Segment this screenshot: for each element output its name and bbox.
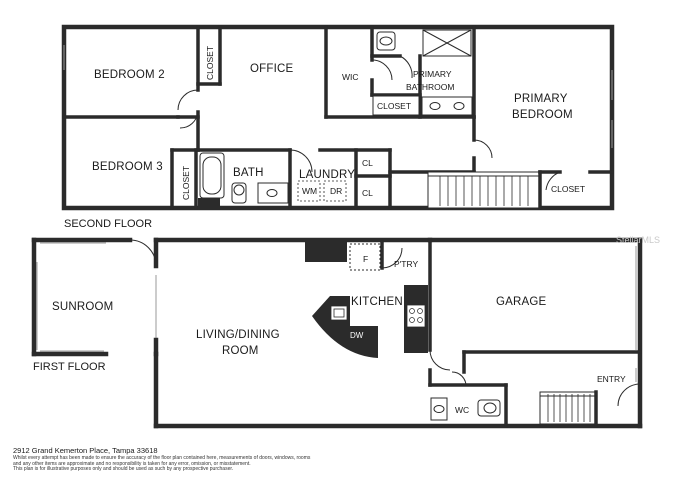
closet-stairs-label: CLOSET xyxy=(551,184,585,194)
wic-label: WIC xyxy=(342,72,359,82)
bedroom-3-label: BEDROOM 3 xyxy=(92,161,163,173)
wc-label: WC xyxy=(455,405,469,415)
disclaimer-note: This plan is for illustrative purposes o… xyxy=(13,466,234,472)
primary-bedroom-label-2: BEDROOM xyxy=(512,109,573,121)
second-floor-label: SECOND FLOOR xyxy=(64,218,152,230)
living-dining-label-2: ROOM xyxy=(222,345,259,357)
office-label: OFFICE xyxy=(250,63,293,75)
closet-b3-label: CLOSET xyxy=(181,166,191,200)
watermark: StellarMLS xyxy=(616,235,661,245)
fridge-label: F xyxy=(363,254,368,264)
cl-2-label: CL xyxy=(362,188,373,198)
second-floor-plan xyxy=(61,24,615,211)
first-floor-label: FIRST FLOOR xyxy=(33,361,106,373)
garage-label: GARAGE xyxy=(496,296,547,308)
bath-label: BATH xyxy=(233,167,264,179)
disclaimer-text: Whilst every attempt has been made to en… xyxy=(13,455,311,467)
sunroom-label: SUNROOM xyxy=(52,301,113,313)
primary-bath-label-2: BATHROOM xyxy=(406,82,454,92)
dryer-label: DR xyxy=(330,186,342,196)
closet-b2-label: CLOSET xyxy=(205,46,215,80)
kitchen-label: KITCHEN xyxy=(351,296,403,308)
primary-bath-label-1: PRIMARY xyxy=(413,69,452,79)
laundry-label: LAUNDRY xyxy=(299,169,355,181)
property-address: 2912 Grand Kemerton Place, Tampa 33618 xyxy=(13,446,158,455)
first-floor-plan xyxy=(31,237,643,429)
cl-1-label: CL xyxy=(362,158,373,168)
entry-label: ENTRY xyxy=(597,374,626,384)
closet-mb-upper-label: CLOSET xyxy=(377,101,411,111)
living-dining-label-1: LIVING/DINING xyxy=(196,329,280,341)
pantry-label: P'TRY xyxy=(394,259,418,269)
primary-bedroom-label-1: PRIMARY xyxy=(514,93,568,105)
dishwasher-label: DW xyxy=(350,331,364,340)
bedroom-2-label: BEDROOM 2 xyxy=(94,69,165,81)
washer-label: WM xyxy=(302,186,317,196)
